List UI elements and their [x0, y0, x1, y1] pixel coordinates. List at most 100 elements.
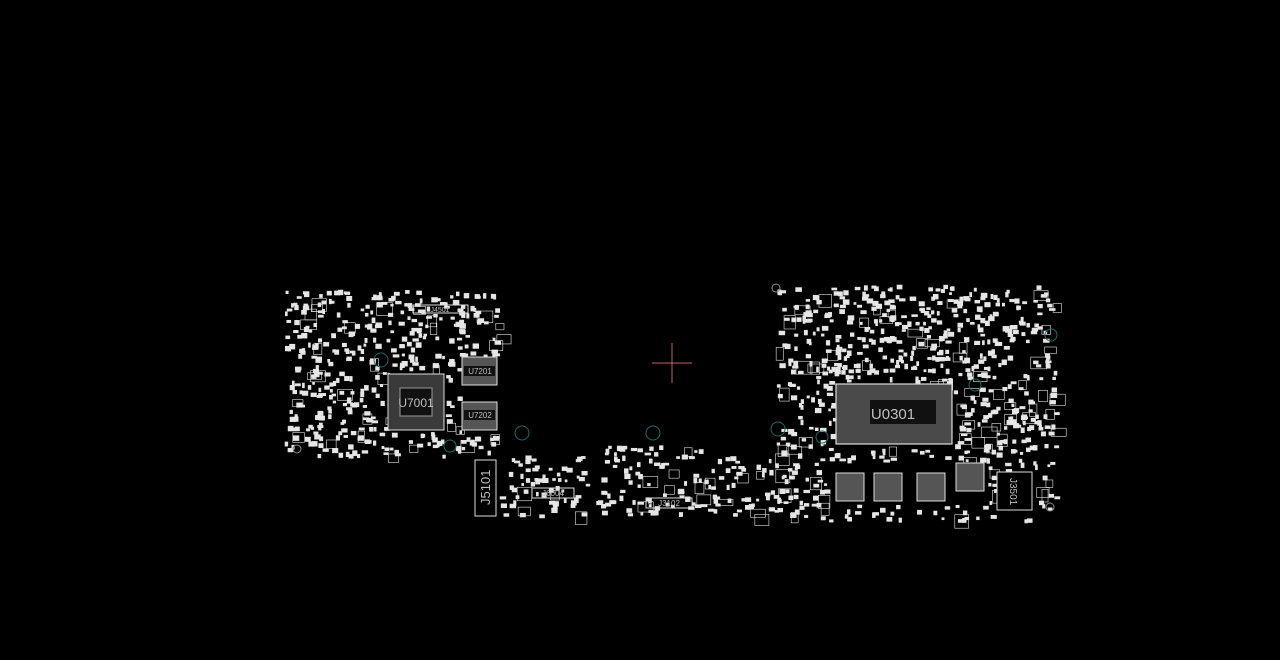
- smd-part: [944, 357, 951, 361]
- smd-part: [1022, 301, 1028, 305]
- smd-part: [879, 319, 883, 323]
- component-j4501[interactable]: J4501: [412, 304, 469, 314]
- smd-part: [637, 448, 643, 453]
- smd-part: [799, 500, 803, 506]
- smd-part: [662, 493, 667, 497]
- smd-part: [442, 355, 445, 360]
- smd-part: [813, 483, 820, 488]
- smd-part: [991, 354, 997, 359]
- smd-part: [928, 287, 934, 292]
- smd-part: [948, 378, 953, 384]
- smd-part: [848, 369, 854, 374]
- smd-part: [351, 403, 358, 408]
- smd-part: [392, 363, 398, 367]
- smd-part: [783, 315, 796, 330]
- smd-part: [775, 453, 790, 466]
- smd-part: [1010, 416, 1014, 420]
- smd-part: [941, 517, 945, 521]
- smd-part: [408, 440, 413, 444]
- mounting-hole: [443, 439, 457, 453]
- component-u0301[interactable]: U0301: [835, 383, 953, 445]
- smd-part: [960, 404, 966, 408]
- smd-part: [313, 343, 323, 355]
- smd-part: [748, 503, 754, 510]
- smd-part: [1050, 461, 1056, 465]
- smd-part: [880, 328, 885, 335]
- smd-part: [731, 466, 737, 469]
- smd-part: [360, 388, 365, 394]
- smd-part: [303, 327, 309, 333]
- smd-part: [828, 420, 832, 426]
- smd-part: [292, 432, 305, 443]
- smd-part: [575, 459, 581, 463]
- smd-part: [298, 354, 303, 359]
- smd-part: [1011, 325, 1018, 330]
- component-j6004[interactable]: J6004: [531, 487, 575, 499]
- u7202-label: U7202: [468, 411, 492, 420]
- component-u7202[interactable]: U7202: [461, 401, 498, 431]
- smd-part: [779, 290, 787, 294]
- smd-part: [839, 309, 845, 314]
- smd-part: [499, 496, 507, 500]
- smd-part: [996, 406, 1001, 411]
- smd-part: [292, 435, 300, 441]
- smd-part: [1046, 355, 1051, 360]
- smd-part: [987, 350, 993, 356]
- smd-part: [312, 381, 315, 385]
- smd-part: [289, 409, 293, 414]
- smd-part: [901, 329, 906, 332]
- smd-part: [1007, 333, 1014, 338]
- component-j5101[interactable]: J5101: [474, 459, 497, 517]
- smd-part: [318, 387, 322, 393]
- smd-part: [711, 486, 716, 490]
- smd-part: [795, 360, 813, 375]
- smd-part: [465, 335, 471, 338]
- smd-part: [312, 368, 319, 373]
- component-j3102[interactable]: J3102: [645, 497, 693, 509]
- component-j3501[interactable]: J3501: [996, 471, 1033, 511]
- smd-part: [1045, 408, 1055, 420]
- smd-part: [1003, 345, 1010, 350]
- smd-part: [882, 448, 886, 453]
- smd-part: [927, 357, 932, 360]
- smd-part: [299, 404, 305, 408]
- smd-part: [788, 428, 795, 435]
- smd-part: [609, 500, 616, 505]
- smd-part: [294, 320, 300, 326]
- smd-part: [531, 458, 537, 462]
- smd-part: [694, 450, 698, 453]
- smd-part: [284, 441, 289, 447]
- smd-part: [887, 288, 892, 292]
- u0301-label: U0301: [871, 406, 915, 423]
- smd-part: [988, 466, 993, 470]
- smd-part: [493, 294, 497, 300]
- component-u7201[interactable]: U7201: [461, 356, 498, 386]
- smd-part: [708, 508, 715, 512]
- smd-part: [287, 448, 294, 453]
- smd-part: [911, 350, 915, 356]
- smd-part: [466, 313, 470, 319]
- smd-part: [435, 353, 442, 359]
- smd-part: [329, 389, 333, 393]
- smd-part: [847, 344, 853, 349]
- smd-part: [408, 308, 415, 311]
- smd-part: [322, 448, 329, 452]
- smd-part: [878, 347, 883, 353]
- smd-part: [328, 414, 332, 420]
- smd-part: [416, 290, 422, 295]
- smd-part: [364, 337, 368, 343]
- smd-part: [890, 315, 897, 321]
- component-u7001[interactable]: U7001: [387, 373, 445, 431]
- smd-part: [450, 316, 455, 320]
- smd-part: [409, 359, 415, 363]
- smd-part: [509, 503, 516, 509]
- smd-part: [866, 298, 874, 304]
- smd-part: [1041, 325, 1051, 335]
- smd-part: [534, 465, 540, 470]
- smd-part: [525, 468, 531, 473]
- smd-part: [477, 319, 482, 325]
- smd-part: [302, 390, 309, 396]
- smd-part: [806, 395, 810, 399]
- smd-part: [620, 489, 626, 494]
